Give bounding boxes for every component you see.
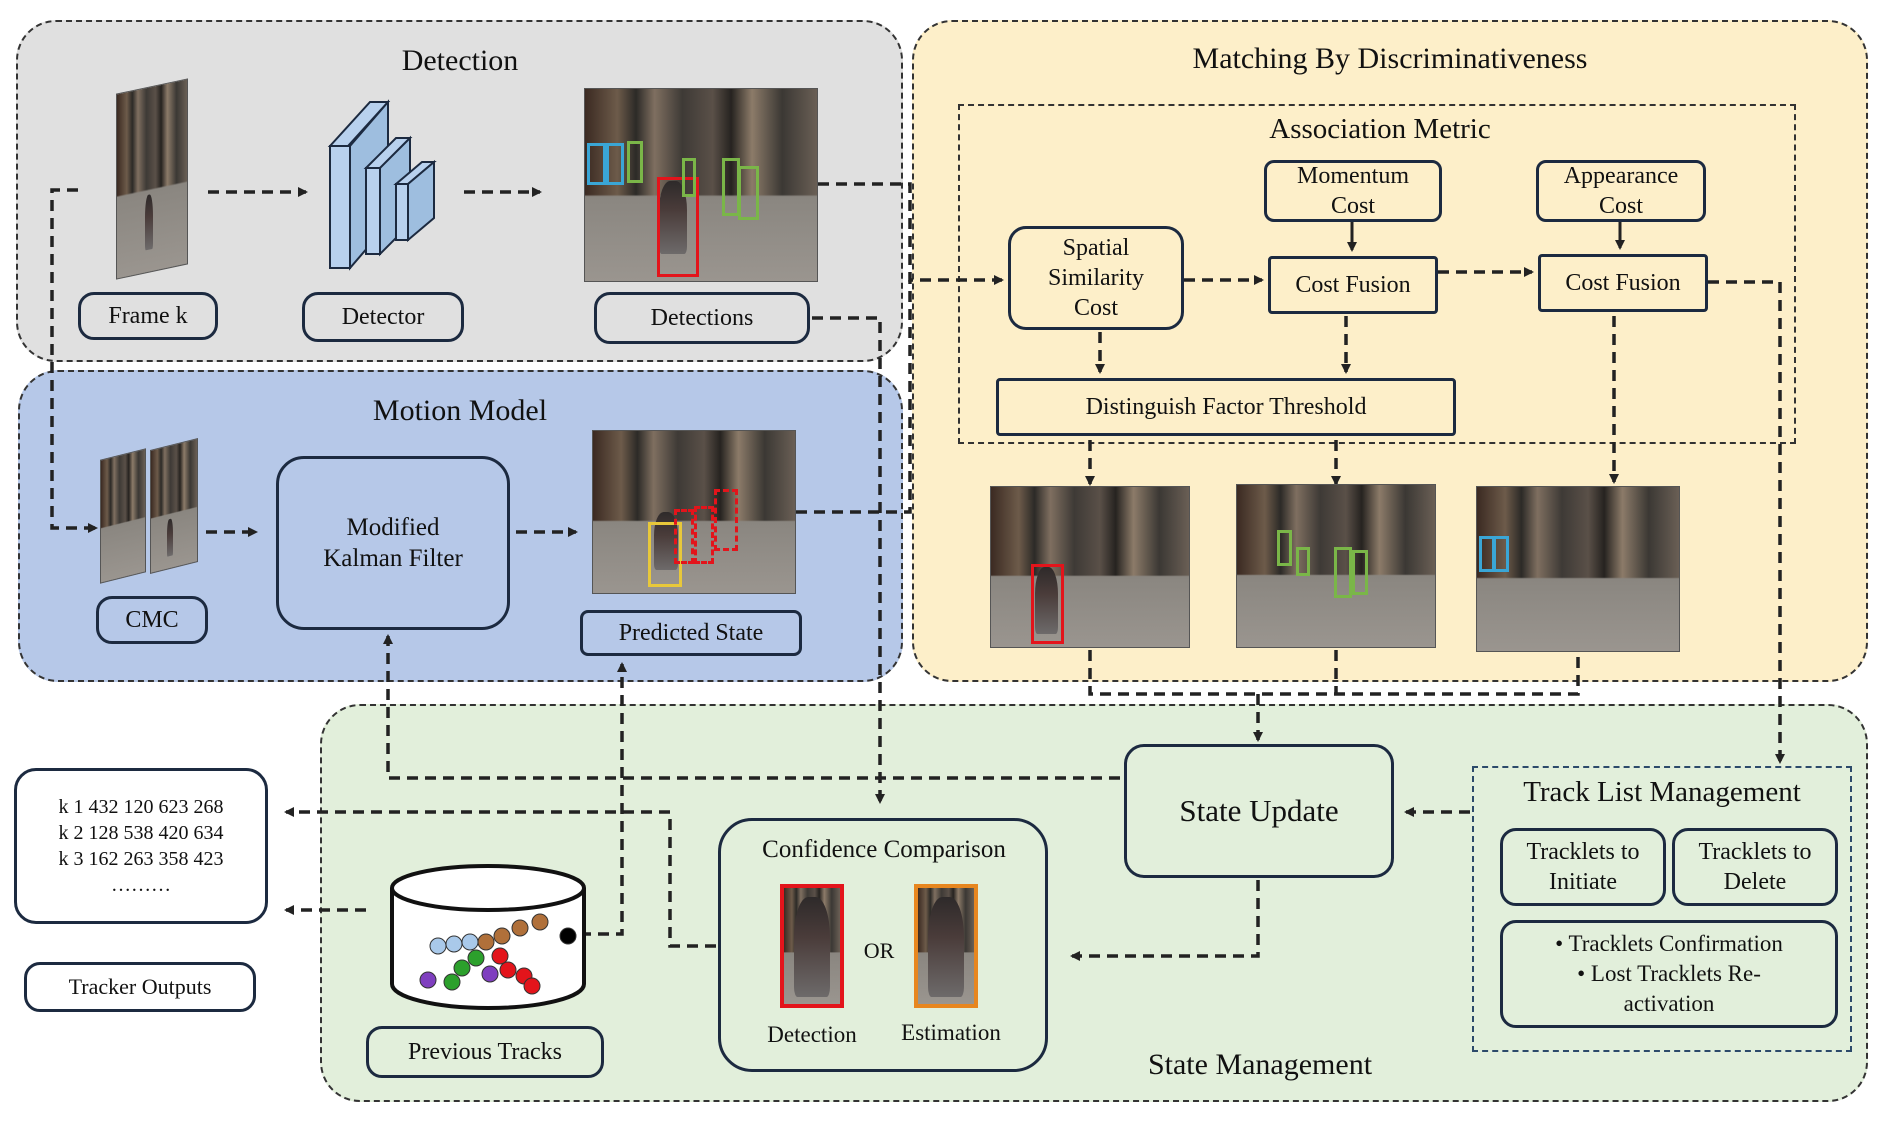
bbox-green: [626, 140, 643, 184]
output-line: k 1 432 120 623 268: [58, 796, 224, 818]
bbox-red-dashed: [694, 505, 715, 564]
association-metric-box: [958, 104, 1796, 444]
tracker-outputs-box: k 1 432 120 623 268 k 2 128 538 420 634 …: [14, 768, 268, 924]
matching-image-1: [990, 486, 1190, 648]
bbox-green: [1334, 546, 1352, 599]
kalman-filter-box: Modified Kalman Filter: [276, 456, 510, 630]
bullet-tracklets-confirmation: • Tracklets Confirmation: [1555, 931, 1783, 957]
distinguish-factor-threshold-box: Distinguish Factor Threshold: [996, 378, 1456, 436]
output-line: k 3 162 263 358 423: [58, 848, 224, 870]
predicted-state-label: Predicted State: [580, 610, 802, 656]
matching-image-2: [1236, 484, 1436, 648]
estimation-crop-image: [914, 884, 978, 1008]
previous-tracks-label: Previous Tracks: [366, 1026, 604, 1078]
matching-title: Matching By Discriminativeness: [1192, 42, 1588, 75]
bbox-green: [1351, 549, 1368, 596]
bbox-green: [682, 158, 697, 197]
detection-caption: Detection: [767, 1022, 857, 1047]
momentum-cost-box: Momentum Cost: [1264, 160, 1442, 222]
bbox-blue: [587, 142, 606, 185]
output-line: k 2 128 538 420 634: [58, 822, 224, 844]
frame-label: Frame k: [78, 292, 218, 340]
spatial-similarity-cost-box: Spatial Similarity Cost: [1008, 226, 1184, 330]
detections-image: [584, 88, 818, 282]
appearance-cost-box: Appearance Cost: [1536, 160, 1706, 222]
bbox-red: [1030, 563, 1065, 644]
bbox-red-dashed: [673, 508, 694, 564]
bbox-blue: [1493, 536, 1510, 573]
detection-title: Detection: [401, 44, 519, 77]
bullet-lost-tracklets-reactivation: • Lost Tracklets Re- activation: [1577, 961, 1761, 1016]
confidence-comparison-box: [718, 818, 1048, 1072]
tracker-outputs-label: Tracker Outputs: [24, 962, 256, 1012]
detection-crop-image: [780, 884, 844, 1008]
bbox-green: [738, 165, 759, 220]
association-metric-title: Association Metric: [1269, 113, 1491, 145]
or-label: OR: [863, 938, 895, 963]
tracklets-to-delete-box: Tracklets to Delete: [1672, 828, 1838, 906]
database-icon: [390, 864, 586, 1010]
track-list-box: [1472, 766, 1852, 1052]
detector-label: Detector: [302, 292, 464, 342]
motion-title: Motion Model: [372, 394, 548, 427]
cost-fusion-box-2: Cost Fusion: [1538, 254, 1708, 312]
output-line: ………: [111, 874, 171, 896]
estimation-caption: Estimation: [901, 1020, 1001, 1045]
confidence-comparison-title: Confidence Comparison: [762, 836, 1006, 863]
bbox-blue: [605, 142, 625, 185]
bbox-green: [1276, 530, 1293, 566]
bbox-red: [656, 177, 699, 278]
bbox-yellow: [647, 521, 682, 587]
cmc-label: CMC: [96, 596, 208, 644]
matching-image-3: [1476, 486, 1680, 652]
state-title: State Management: [1147, 1048, 1373, 1081]
tracklets-management-list: • Tracklets Confirmation • Lost Tracklet…: [1500, 920, 1838, 1028]
detections-label: Detections: [594, 292, 810, 344]
track-list-title: Track List Management: [1523, 776, 1801, 808]
state-update-box: State Update: [1124, 744, 1394, 878]
bbox-green: [1296, 546, 1311, 576]
bbox-red-dashed: [714, 489, 739, 551]
cost-fusion-box-1: Cost Fusion: [1268, 256, 1438, 314]
predicted-state-image: [592, 430, 796, 594]
detector-network-icon: [327, 99, 437, 271]
tracklets-to-initiate-box: Tracklets to Initiate: [1500, 828, 1666, 906]
